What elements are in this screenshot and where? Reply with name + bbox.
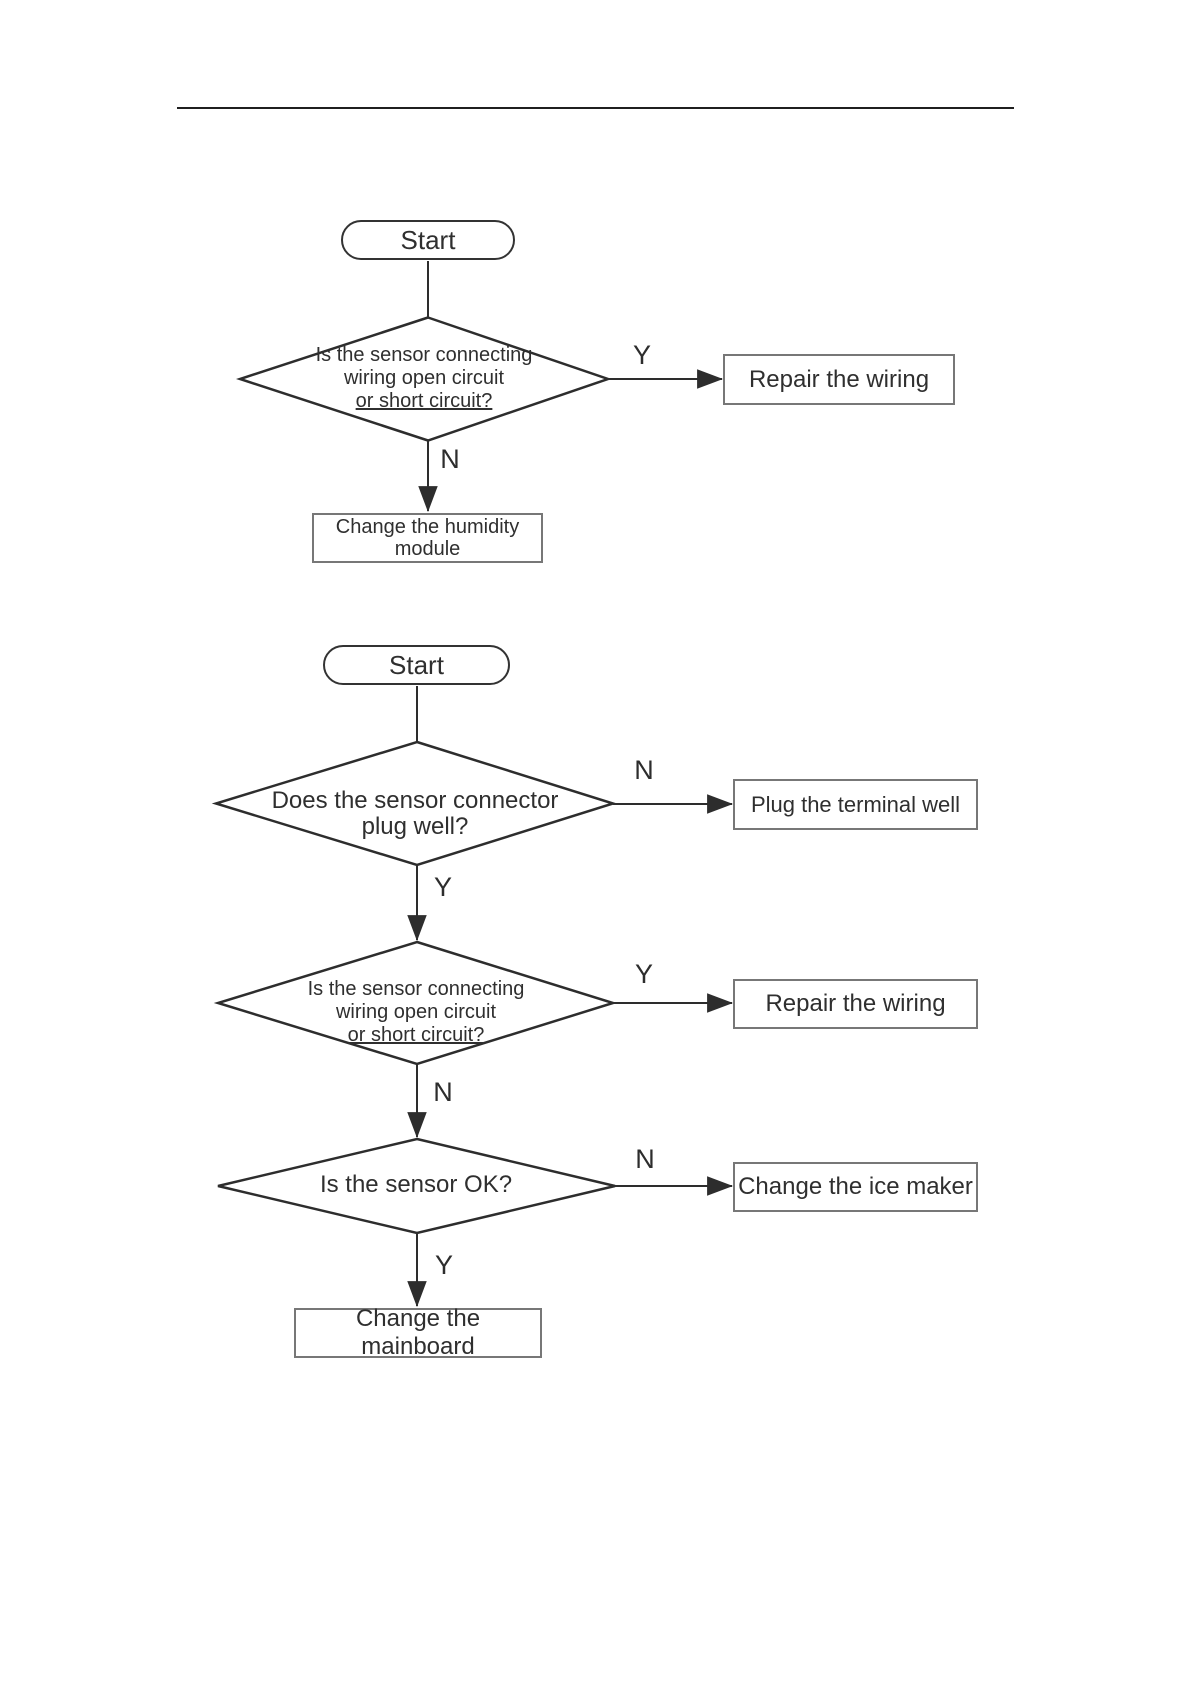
decision1-wiring-text: Is the sensor connecting wiring open cir… — [254, 344, 594, 413]
decision2-line2: plug well? — [361, 813, 469, 840]
repair-wiring-label-1: Repair the wiring — [748, 365, 930, 393]
branch-label-no-1: N — [440, 444, 460, 474]
repair-wiring-label-2: Repair the wiring — [765, 990, 946, 1017]
decision3-line3: or short circuit? — [347, 1024, 485, 1046]
branch-label-yes-3: Y — [634, 959, 653, 989]
change-humidity-module-box: Change the humidity module — [312, 513, 543, 563]
branch-label-yes-4: Y — [434, 1250, 453, 1280]
branch-label-no-2: N — [634, 755, 654, 785]
decision2-line1: Does the sensor connector — [271, 787, 559, 814]
decision1-line3: or short circuit? — [355, 390, 493, 412]
change-mainboard-box: Change the mainboard — [294, 1305, 542, 1360]
decision4-sensor-text: Is the sensor OK? — [246, 1172, 586, 1198]
branch-label-yes-2: Y — [433, 872, 452, 902]
start-label-1: Start — [400, 224, 456, 255]
start-terminal-2: Start — [323, 645, 510, 685]
start-terminal-1: Start — [341, 220, 515, 260]
repair-wiring-box-2: Repair the wiring — [733, 979, 978, 1029]
change-mainboard-label: Change the mainboard — [355, 1305, 481, 1360]
decision1-line2: wiring open circuit — [343, 367, 505, 389]
decision1-line1: Is the sensor connecting — [315, 344, 533, 366]
plug-terminal-well-box: Plug the terminal well — [733, 779, 978, 830]
decision4-line1: Is the sensor OK? — [319, 1171, 513, 1198]
change-humidity-line1: Change the humidity — [335, 516, 520, 538]
decision3-line1: Is the sensor connecting — [307, 978, 525, 1000]
decision2-connector-text: Does the sensor connector plug well? — [235, 788, 595, 840]
plug-terminal-well-label: Plug the terminal well — [750, 791, 961, 817]
header-rule — [177, 107, 1014, 109]
change-ice-maker-box: Change the ice maker — [733, 1162, 978, 1212]
start-label-2: Start — [389, 649, 444, 680]
change-ice-maker-label: Change the ice maker — [738, 1173, 973, 1200]
branch-label-no-4: N — [635, 1144, 655, 1174]
decision3-wiring-text: Is the sensor connecting wiring open cir… — [246, 978, 586, 1047]
branch-label-no-3: N — [433, 1077, 453, 1107]
repair-wiring-box-1: Repair the wiring — [723, 354, 955, 405]
change-humidity-line2: module — [394, 538, 461, 560]
branch-label-yes-1: Y — [632, 340, 651, 370]
decision3-line2: wiring open circuit — [335, 1001, 497, 1023]
